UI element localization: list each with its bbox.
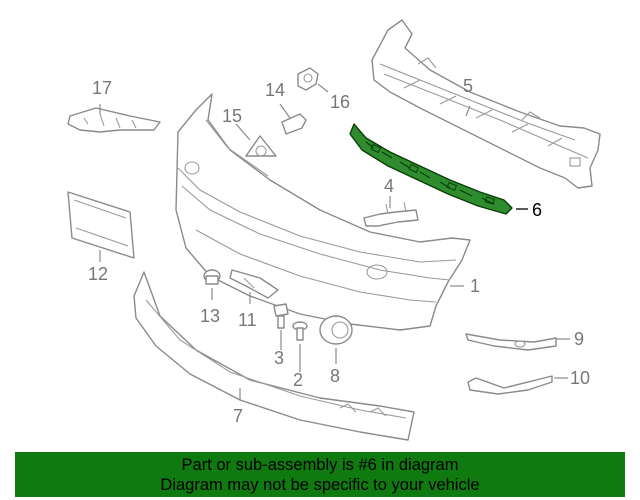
callout-13: 13 xyxy=(200,306,220,326)
part-13-grommet xyxy=(203,269,221,285)
callout-labels: 17 14 16 5 15 6 4 12 1 13 11 3 8 2 9 10 … xyxy=(88,76,590,426)
part-3-bolt xyxy=(273,303,289,329)
callout-8: 8 xyxy=(330,366,340,386)
callout-17: 17 xyxy=(92,78,112,98)
part-2-screw xyxy=(292,321,308,341)
part-5-reinforcement xyxy=(371,19,601,189)
part-9-side-bracket xyxy=(465,333,557,351)
part-6-energy-absorber xyxy=(349,123,513,215)
part-17-bracket xyxy=(67,107,161,133)
callout-5: 5 xyxy=(463,76,473,96)
callout-12: 12 xyxy=(88,264,108,284)
callout-14: 14 xyxy=(265,80,285,100)
callout-15: 15 xyxy=(222,106,242,126)
part-4-bracket xyxy=(363,201,419,227)
part-1-bumper-cover xyxy=(175,93,471,331)
part-8-fog-cover xyxy=(319,315,353,345)
notice-line-1: Part or sub-assembly is #6 in diagram xyxy=(181,456,459,474)
callout-6: 6 xyxy=(532,200,542,220)
callout-16: 16 xyxy=(330,92,350,112)
callout-4: 4 xyxy=(384,176,394,196)
diagram-notice-banner: Part or sub-assembly is #6 in diagram Di… xyxy=(15,452,625,497)
callout-10: 10 xyxy=(570,368,590,388)
part-16-push-fastener xyxy=(297,67,319,91)
part-11-bracket xyxy=(229,269,279,299)
callout-7: 7 xyxy=(233,406,243,426)
part-14-clip xyxy=(281,113,307,135)
part-7-lower-spoiler xyxy=(133,271,415,441)
part-15-emblem xyxy=(245,135,277,157)
part-10-side-bracket xyxy=(467,375,553,395)
callout-9: 9 xyxy=(574,329,584,349)
callout-3: 3 xyxy=(274,348,284,368)
part-12-license-bracket xyxy=(67,191,135,259)
leader-lines xyxy=(99,83,570,400)
callout-1: 1 xyxy=(470,276,480,296)
callout-2: 2 xyxy=(293,370,303,390)
callout-11: 11 xyxy=(238,310,257,330)
notice-line-2: Diagram may not be specific to your vehi… xyxy=(160,476,480,494)
parts-diagram: 17 14 16 5 15 6 4 12 1 13 11 3 8 2 9 10 … xyxy=(67,19,601,441)
